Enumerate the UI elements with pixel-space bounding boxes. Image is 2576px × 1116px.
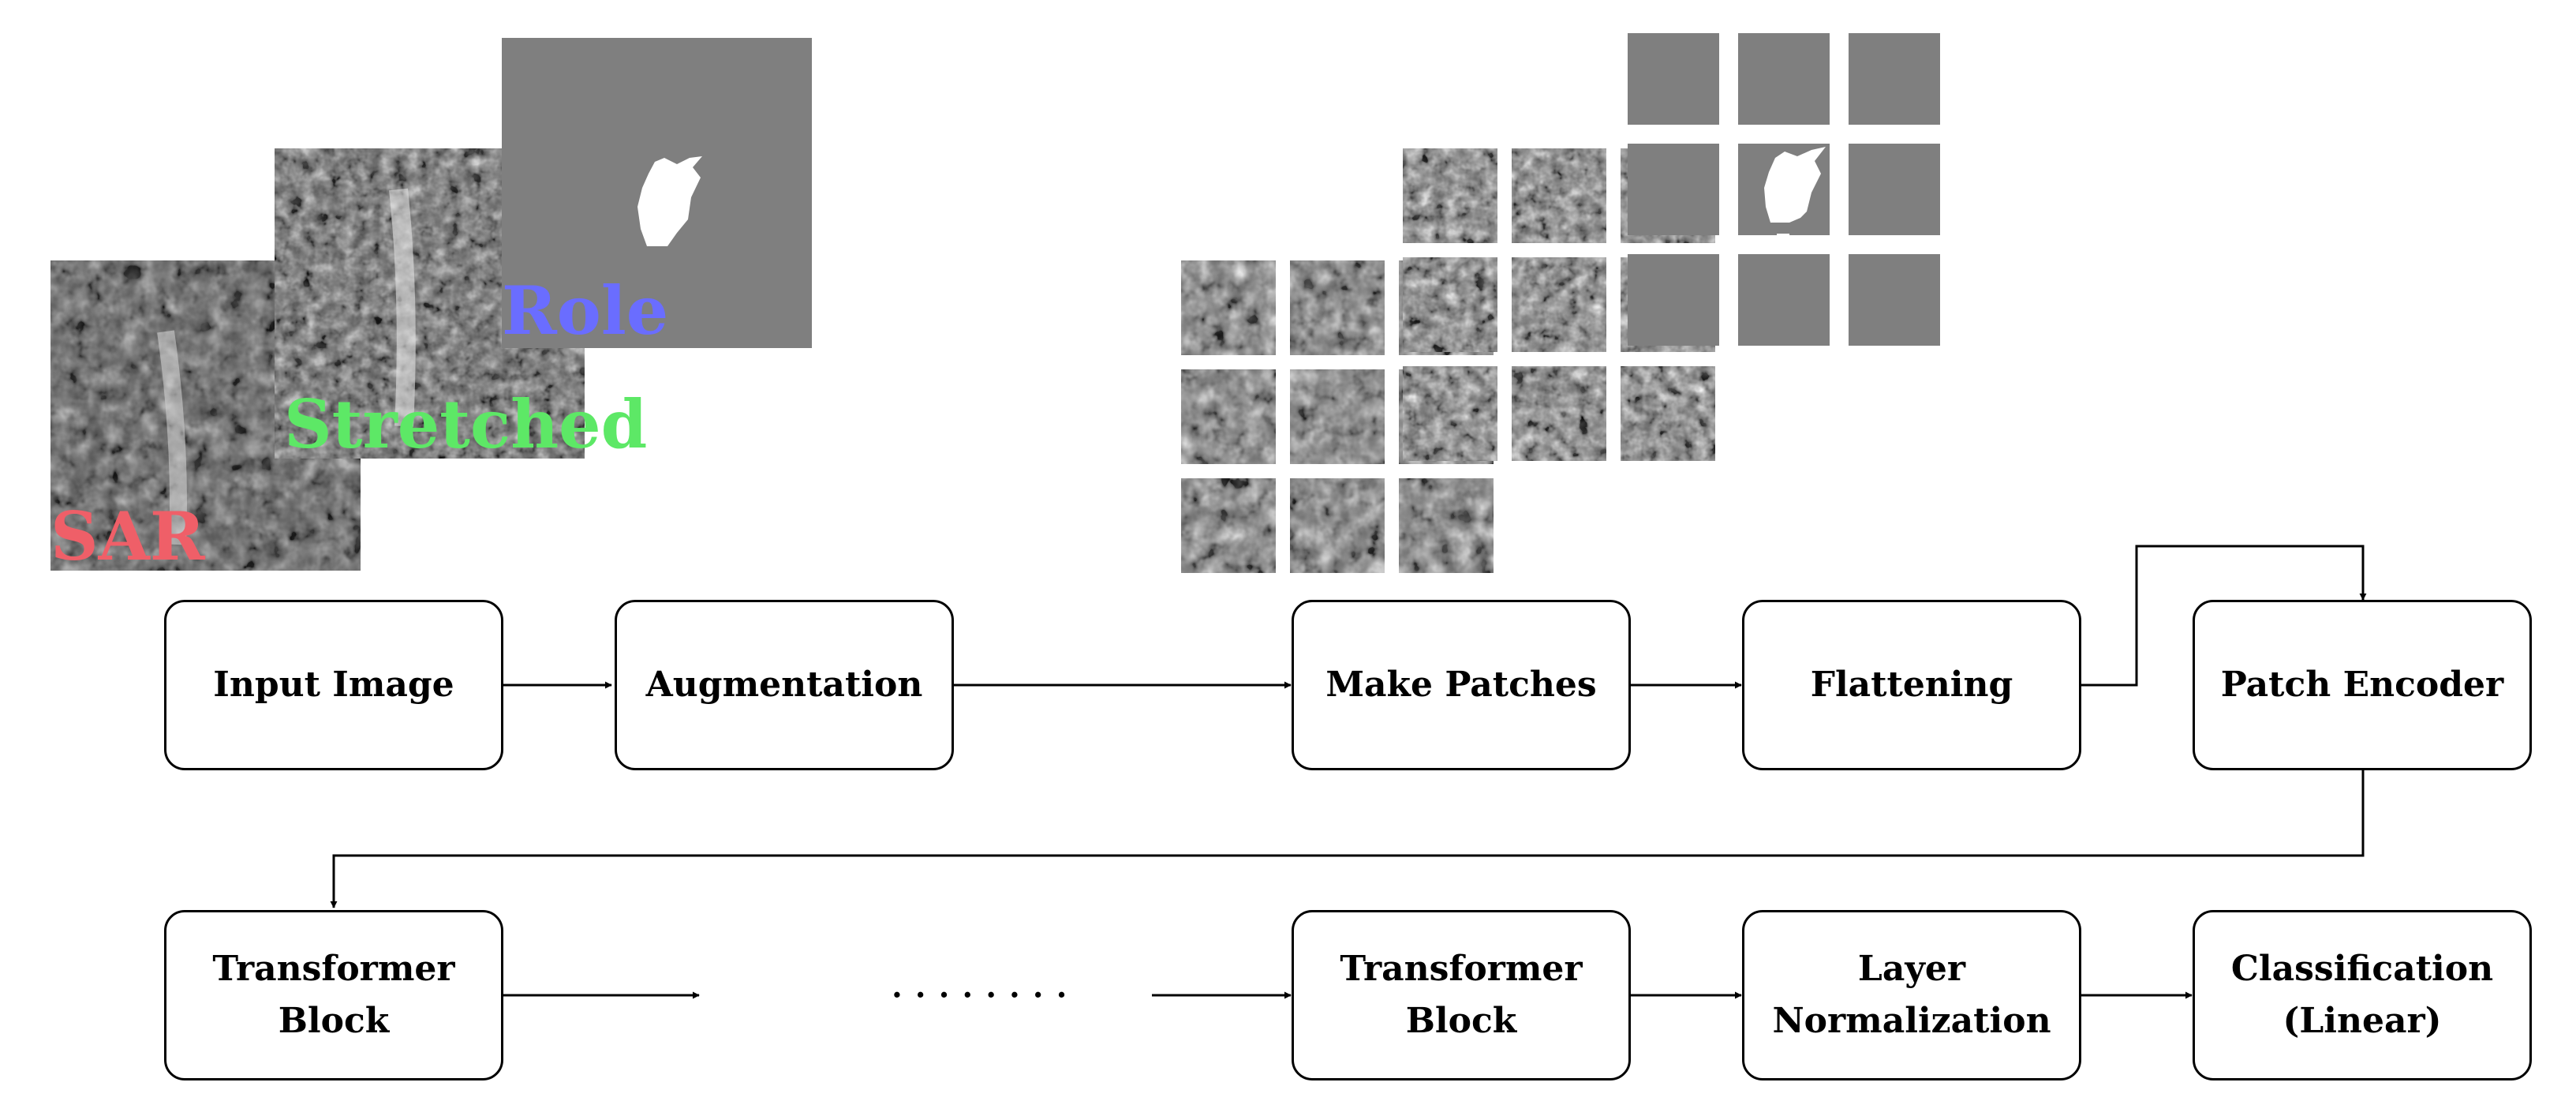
patch-texture (1512, 148, 1606, 243)
mask-blob-patch-icon (1764, 147, 1826, 251)
classification-node: Classification (Linear) (2193, 910, 2532, 1080)
mask-blob-icon (637, 156, 702, 246)
patch-texture (1290, 478, 1385, 573)
patch-texture (1181, 478, 1276, 573)
patch-tile (1849, 33, 1940, 125)
patch-tile (1628, 33, 1719, 125)
patch-tile (1738, 254, 1830, 346)
transformer-block-last-node: Transformer Block (1292, 910, 1631, 1080)
patch-tile (1628, 144, 1719, 235)
patch-tile (1628, 254, 1719, 346)
patch-encoder-node: Patch Encoder (2193, 600, 2532, 770)
patch-tile (1849, 254, 1940, 346)
patch-texture (1290, 260, 1385, 355)
patch-texture (1399, 478, 1494, 573)
augmentation-node: Augmentation (615, 600, 954, 770)
make-patches-node: Make Patches (1292, 600, 1631, 770)
arrows (330, 545, 2367, 999)
sar-label: SAR (50, 497, 205, 575)
stretched-label: Stretched (284, 385, 648, 463)
input-image-node: Input Image (164, 600, 503, 770)
mask-patch-grid (1628, 33, 1940, 346)
patch-grids (1181, 33, 1940, 573)
patch-texture (1403, 148, 1497, 243)
input-image-stack (50, 38, 812, 571)
patch-texture (1181, 260, 1276, 355)
patch-texture (1512, 366, 1606, 461)
patch-tile (1849, 144, 1940, 235)
patch-texture (1290, 369, 1385, 464)
role-label: Role (502, 272, 669, 350)
patch-tile (1738, 33, 1830, 125)
layer-normalization-node: Layer Normalization (1742, 910, 2081, 1080)
transformer-block-first-node: Transformer Block (164, 910, 503, 1080)
role-mask-image (502, 38, 812, 348)
flattening-node: Flattening (1742, 600, 2081, 770)
patch-texture (1512, 257, 1606, 352)
ellipsis: ........ (890, 957, 1079, 1008)
patch-texture (1403, 257, 1497, 352)
patch-texture (1621, 366, 1715, 461)
arrow-patch-encoder-to-transformer (330, 770, 2365, 908)
patch-texture (1403, 366, 1497, 461)
arrow-flattening-to-patch-encoder (2081, 545, 2367, 687)
patch-texture (1181, 369, 1276, 464)
